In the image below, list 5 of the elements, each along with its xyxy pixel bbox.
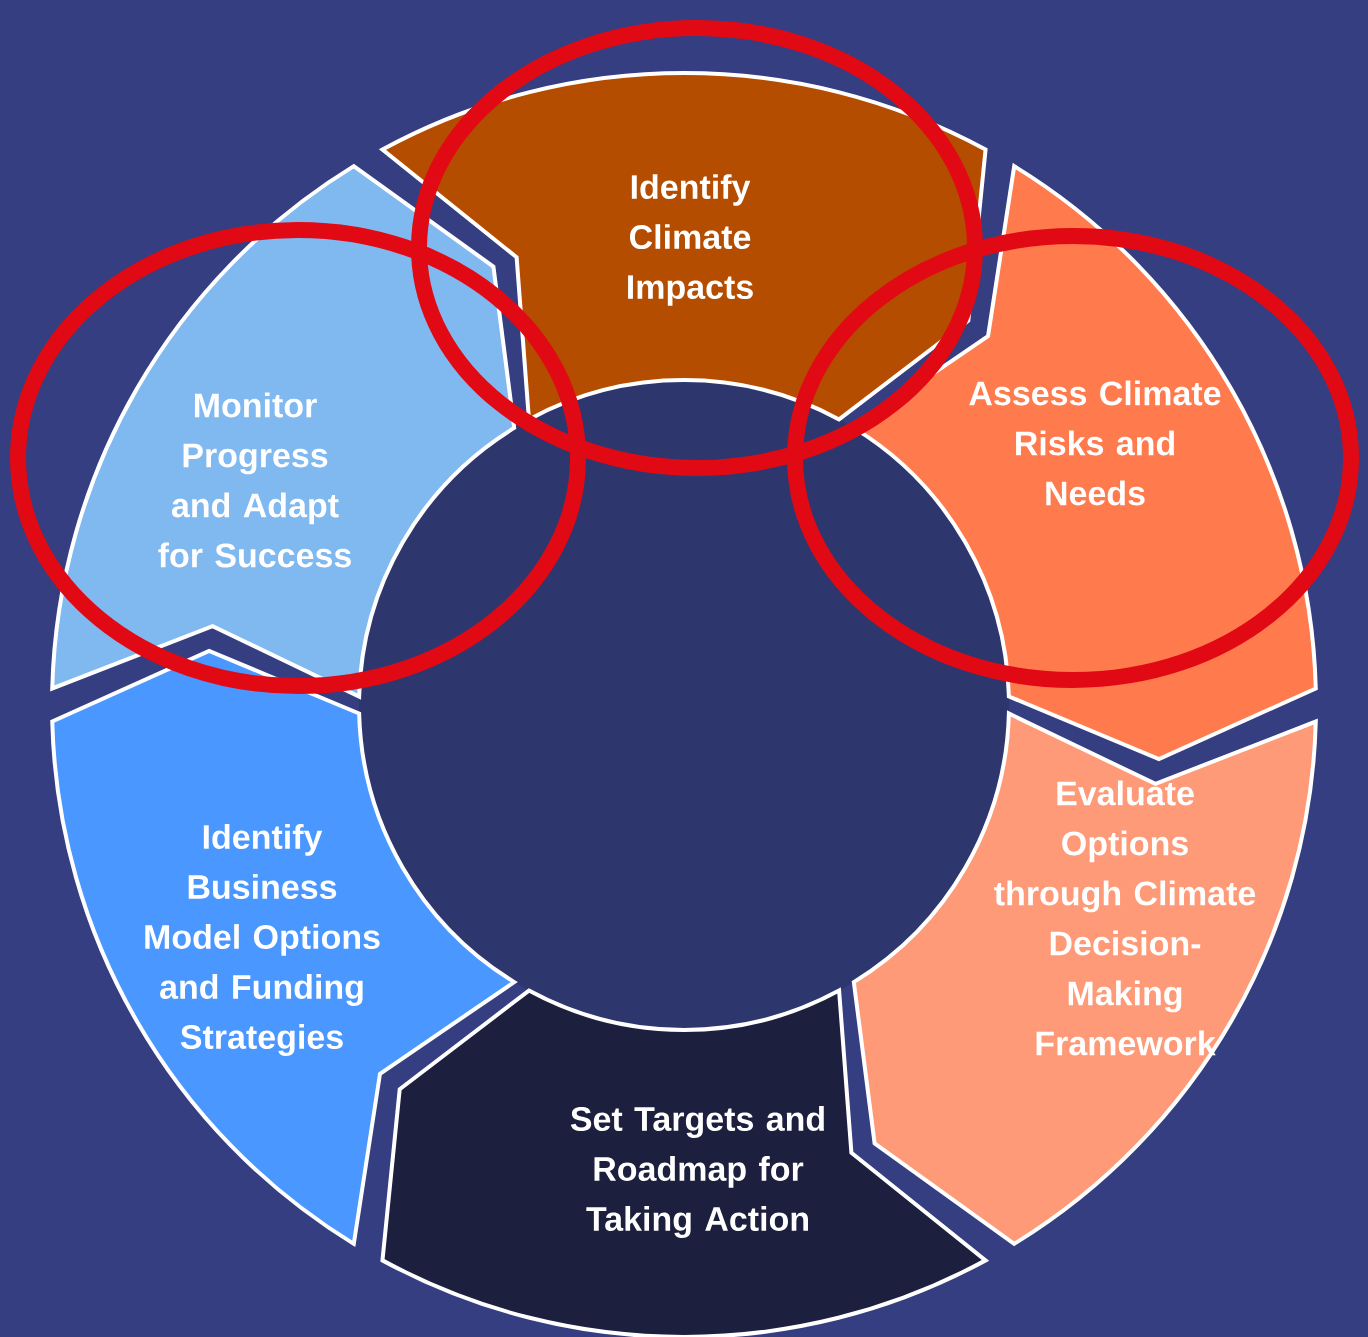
chevron-segment: Monitor Progress and Adapt for Success [50, 164, 517, 699]
chevron-segment: Evaluate Options through Climate Decision-Making Framework [851, 711, 1318, 1246]
chevron-segment: Identify Business Model Options and Funding Strategies [50, 648, 517, 1246]
chevron-segment: Set Targets and Roadmap for Taking Action [380, 988, 988, 1337]
chevron-segment: Assess Climate Risks and Needs [851, 164, 1318, 762]
